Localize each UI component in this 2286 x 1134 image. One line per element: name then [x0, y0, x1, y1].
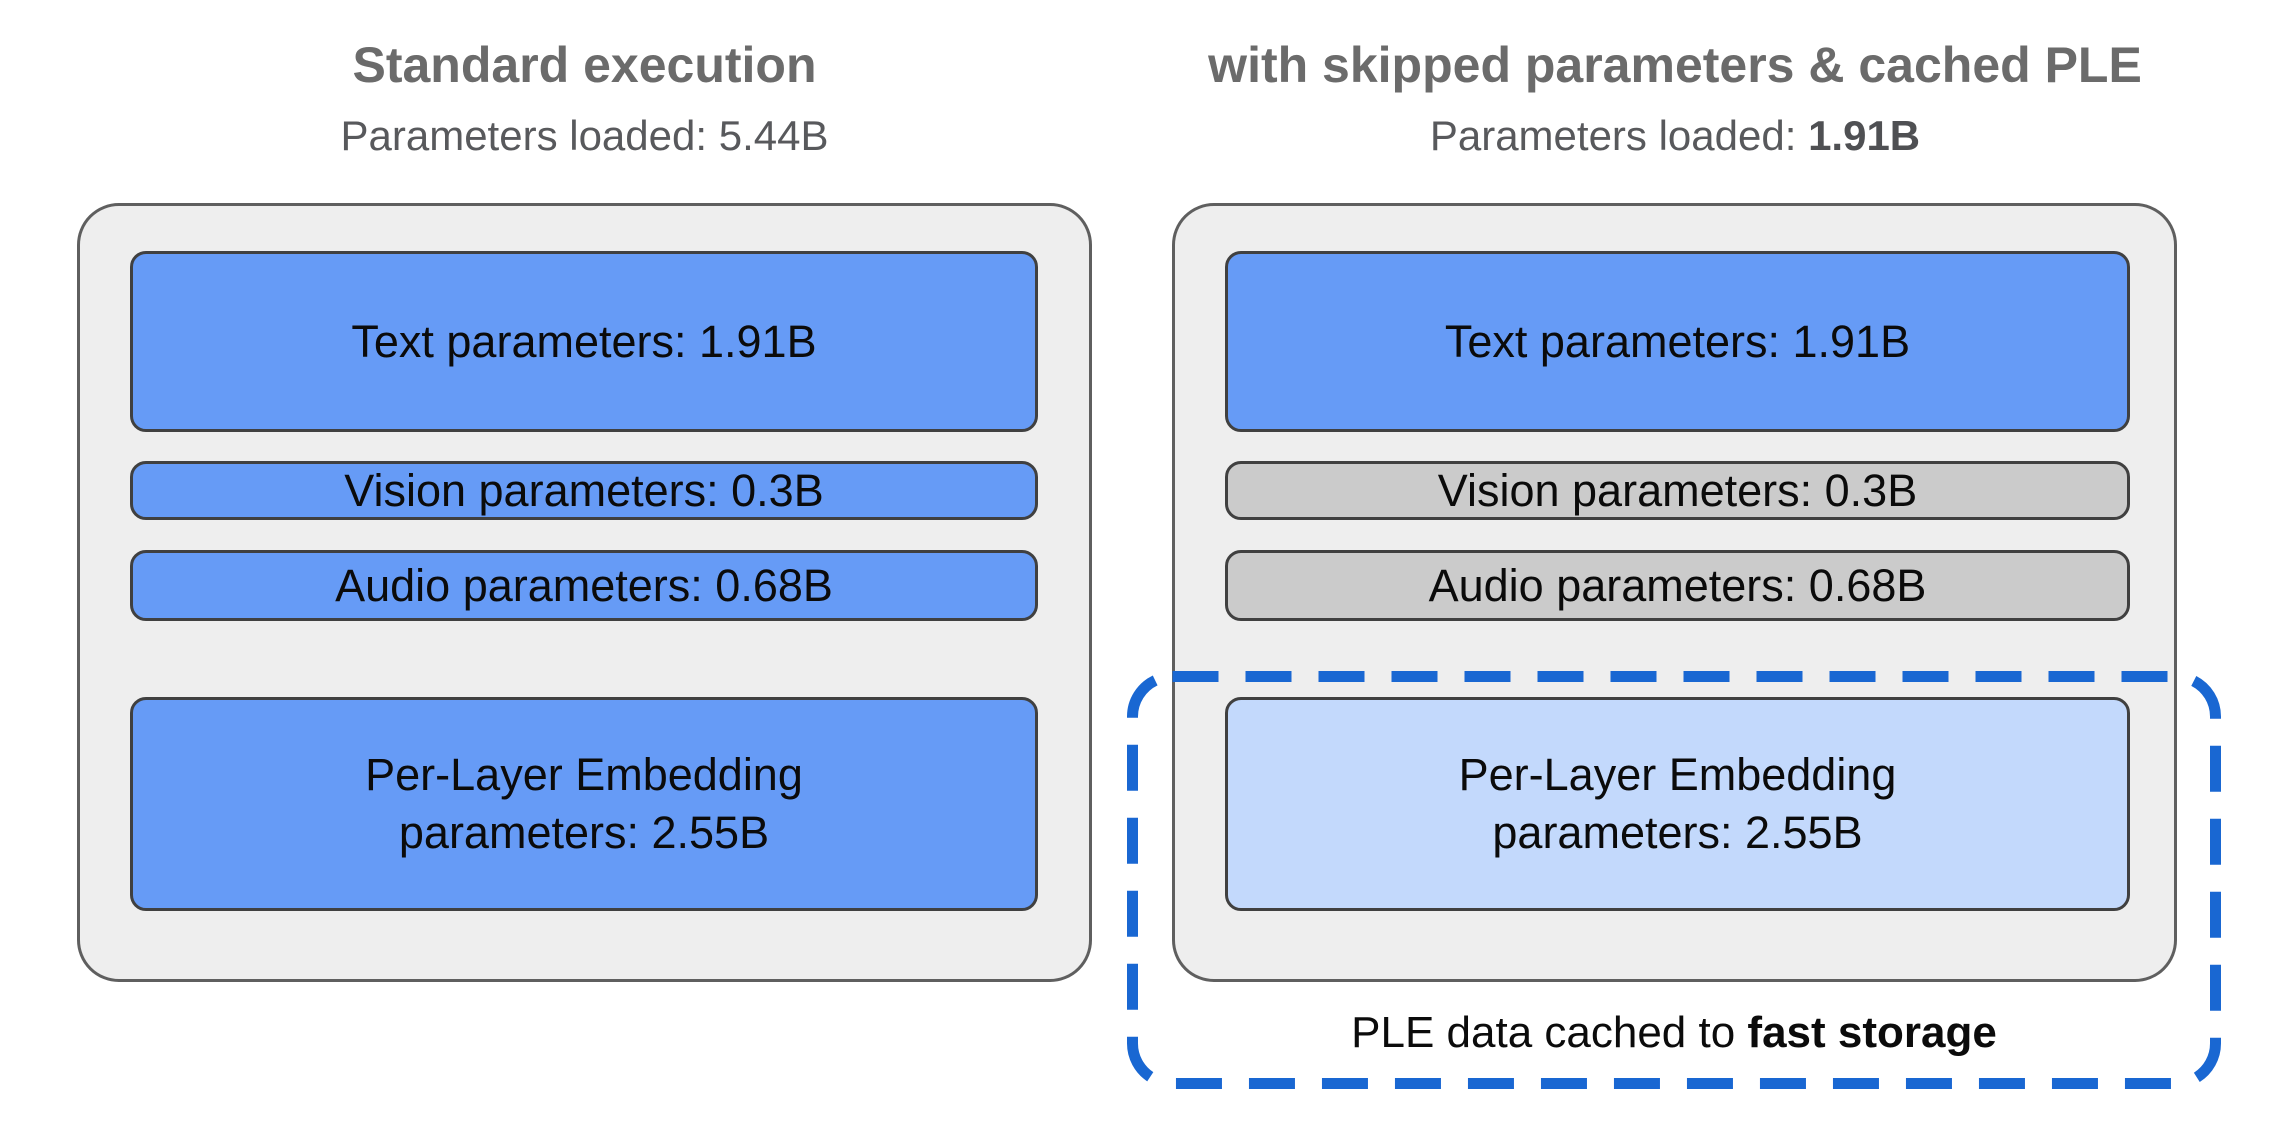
- right-box-text-parameters: Text parameters: 1.91B: [1225, 251, 2130, 432]
- right-parameters-loaded: Parameters loaded: 1.91B: [1160, 112, 2190, 159]
- right-model-container: Text parameters: 1.91B Vision parameters…: [1172, 203, 2177, 982]
- ple-cache-caption-bold: fast storage: [1747, 1008, 1997, 1057]
- ple-cache-caption: PLE data cached to fast storage: [1133, 1008, 2215, 1058]
- left-box-audio-parameters: Audio parameters: 0.68B: [130, 550, 1038, 621]
- right-box-vision-parameters-skipped: Vision parameters: 0.3B: [1225, 461, 2130, 520]
- right-column-title: with skipped parameters & cached PLE: [1208, 37, 2142, 93]
- right-parameters-loaded-label: Parameters loaded:: [1429, 112, 1809, 159]
- left-column-title: Standard execution: [352, 37, 817, 93]
- right-box-ple-parameters-cached: Per-Layer Embedding parameters: 2.55B: [1225, 697, 2130, 911]
- right-parameters-loaded-value: 1.91B: [1808, 112, 1921, 159]
- ple-cache-caption-prefix: PLE data cached to: [1351, 1008, 1748, 1057]
- left-model-container: Text parameters: 1.91B Vision parameters…: [77, 203, 1092, 982]
- left-parameters-loaded-value: 5.44B: [718, 112, 829, 159]
- left-box-text-parameters: Text parameters: 1.91B: [130, 251, 1038, 432]
- left-box-vision-parameters: Vision parameters: 0.3B: [130, 461, 1038, 520]
- left-parameters-loaded-label: Parameters loaded:: [340, 112, 719, 159]
- right-box-audio-parameters-skipped: Audio parameters: 0.68B: [1225, 550, 2130, 621]
- left-parameters-loaded: Parameters loaded: 5.44B: [77, 112, 1092, 159]
- left-box-ple-parameters: Per-Layer Embedding parameters: 2.55B: [130, 697, 1038, 911]
